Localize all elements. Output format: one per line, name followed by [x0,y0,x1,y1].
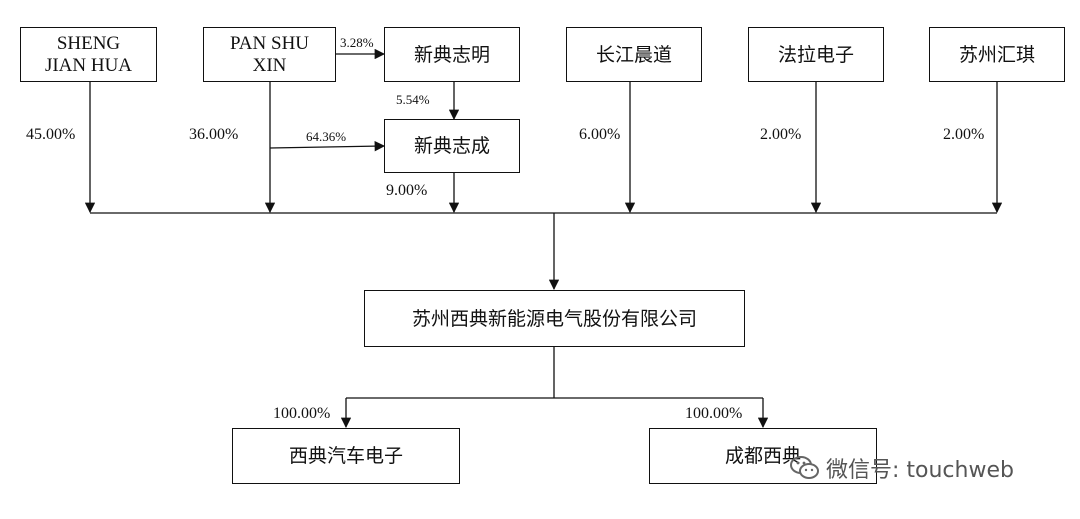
node-parent-company: 苏州西典新能源电气股份有限公司 [364,290,745,347]
pct-zhicheng-to-parent: 9.00% [386,182,428,199]
pct-pan-to-zhiming: 3.28% [340,35,374,50]
node-changjiang-chendao: 长江晨道 [566,27,702,82]
watermark-text: 微信号: touchweb [826,458,1014,483]
node-pan-shu-xin: PAN SHU XIN [203,27,336,82]
node-xidian-auto: 西典汽车电子 [232,428,460,484]
pct-fala-to-parent: 2.00% [760,126,802,143]
node-xindian-zhicheng: 新典志成 [384,119,520,173]
pct-pan-to-parent: 36.00% [189,126,239,143]
node-suzhou-huiqi: 苏州汇琪 [929,27,1065,82]
node-xindian-zhiming: 新典志明 [384,27,520,82]
node-chengdu-xidian: 成都西典 [649,428,877,484]
node-fala-dianzi: 法拉电子 [748,27,884,82]
pct-huiqi-to-parent: 2.00% [943,126,985,143]
pct-parent-to-auto: 100.00% [273,405,331,422]
pct-zhiming-to-zhicheng: 5.54% [396,92,430,107]
wechat-icon [790,456,819,479]
pct-sheng-to-parent: 45.00% [26,126,76,143]
pct-changjiang-to-parent: 6.00% [579,126,621,143]
pct-parent-to-chengdu: 100.00% [685,405,743,422]
watermark: 微信号: touchweb [790,452,1014,484]
pct-pan-to-zhicheng: 64.36% [306,129,347,144]
node-sheng-jian-hua: SHENG JIAN HUA [20,27,157,82]
edge-pan-to-zhicheng [269,140,386,152]
